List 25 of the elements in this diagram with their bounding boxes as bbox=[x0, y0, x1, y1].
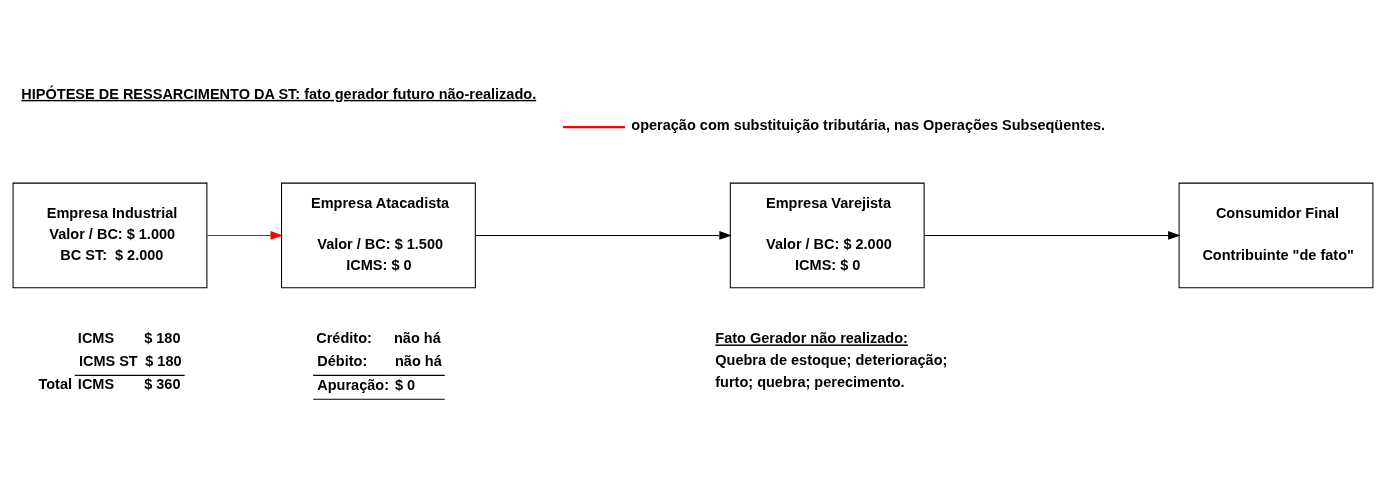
label: furto; quebra; perecimento. bbox=[715, 373, 905, 390]
label: $ 0 bbox=[395, 376, 416, 393]
arrow bbox=[206, 230, 283, 240]
label: Fato Gerador não realizado: bbox=[715, 329, 908, 346]
legend-label: operação com substituição tributária, nas Operações Subseqüentes. bbox=[631, 116, 1106, 133]
label: ICMS bbox=[77, 375, 115, 392]
node-box: Empresa Atacadista Valor / BC: $ 1.500 ICMS: $ 0 bbox=[281, 182, 476, 288]
label: Crédito: bbox=[316, 329, 372, 346]
label: $ 180 bbox=[144, 329, 181, 346]
label: Total bbox=[38, 375, 73, 392]
node-box: Empresa Industrial Valor / BC: $ 1.000 BC ST: $ 2.000 bbox=[12, 182, 208, 288]
node-box: Consumidor Final Contribuinte "de fato" bbox=[1178, 182, 1374, 288]
label: Apuração: bbox=[317, 376, 390, 393]
label: $ 360 bbox=[144, 375, 181, 392]
diagram-title: HIPÓTESE DE RESSARCIMENTO DA ST: fato gerador futuro não-realizado. bbox=[21, 85, 537, 102]
arrow bbox=[923, 230, 1181, 240]
label: $ 180 bbox=[145, 352, 182, 369]
label: não há bbox=[395, 352, 442, 369]
label: Quebra de estoque; deterioração; bbox=[715, 351, 948, 368]
node-box: Empresa Varejista Valor / BC: $ 2.000 ICMS: $ 0 bbox=[729, 182, 925, 288]
label: não há bbox=[393, 329, 441, 346]
label: ICMS ST bbox=[78, 352, 138, 369]
arrow bbox=[475, 230, 732, 240]
label: Débito: bbox=[317, 352, 368, 369]
label: ICMS bbox=[77, 329, 115, 346]
